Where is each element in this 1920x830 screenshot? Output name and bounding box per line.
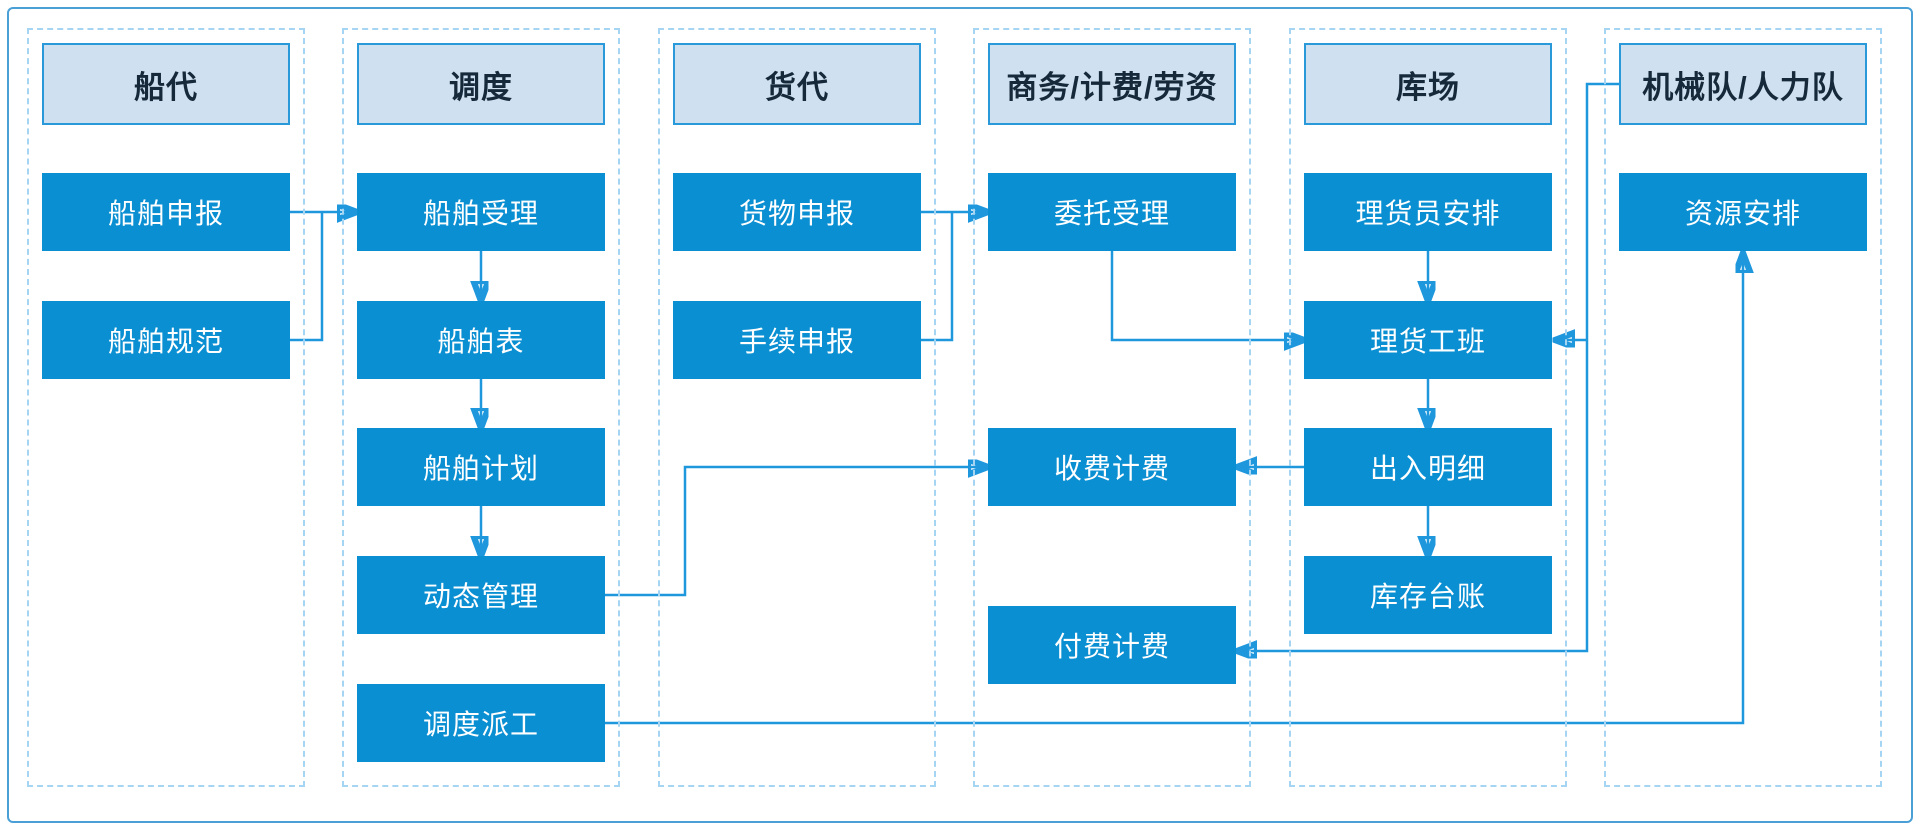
lane-ship-agent [27,28,305,787]
lane-header-ship-agent: 船代 [42,43,290,125]
lane-header-warehouse-yard: 库场 [1304,43,1552,125]
node-entrust-acceptance: 委托受理 [988,173,1236,251]
node-inventory-ledger: 库存台账 [1304,556,1552,634]
node-ship-specification: 船舶规范 [42,301,290,379]
node-ship-plan: 船舶计划 [357,428,605,506]
lane-machinery-manpower-team [1604,28,1882,787]
node-cargo-declaration: 货物申报 [673,173,921,251]
node-payment-billing: 付费计费 [988,606,1236,684]
node-ship-table: 船舶表 [357,301,605,379]
node-ship-declaration: 船舶申报 [42,173,290,251]
node-resource-arrangement: 资源安排 [1619,173,1867,251]
node-ship-acceptance: 船舶受理 [357,173,605,251]
node-dynamic-management: 动态管理 [357,556,605,634]
node-dispatch-assignment: 调度派工 [357,684,605,762]
node-in-out-details: 出入明细 [1304,428,1552,506]
lane-header-commerce-billing-labor: 商务/计费/劳资 [988,43,1236,125]
node-tally-clerk-arrangement: 理货员安排 [1304,173,1552,251]
lane-header-machinery-manpower-team: 机械队/人力队 [1619,43,1867,125]
node-tally-shift: 理货工班 [1304,301,1552,379]
lane-header-dispatch: 调度 [357,43,605,125]
node-procedure-declaration: 手续申报 [673,301,921,379]
lane-warehouse-yard [1289,28,1567,787]
lane-commerce-billing-labor [973,28,1251,787]
lane-dispatch [342,28,620,787]
node-charge-billing: 收费计费 [988,428,1236,506]
lane-freight-forwarder [658,28,936,787]
outer-frame [7,7,1913,823]
lane-header-freight-forwarder: 货代 [673,43,921,125]
